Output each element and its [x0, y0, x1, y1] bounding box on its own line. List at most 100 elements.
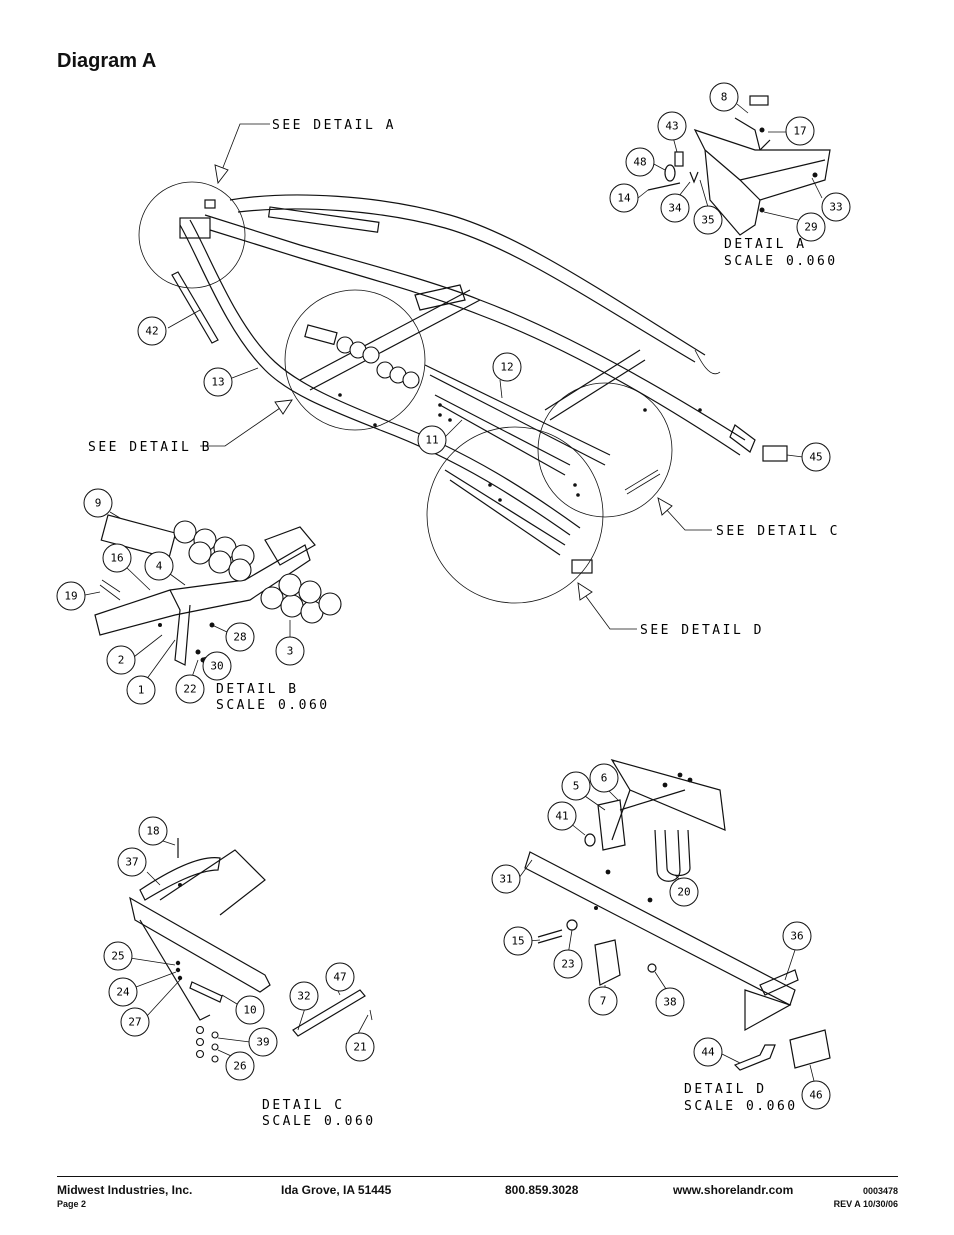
callout-11: 11: [417, 425, 447, 455]
callout-28: 28: [225, 622, 255, 652]
svg-text:1: 1: [138, 684, 145, 697]
svg-text:41: 41: [555, 810, 568, 823]
callout-3: 3: [275, 636, 305, 666]
callout-27: 27: [120, 1007, 150, 1037]
svg-text:8: 8: [721, 91, 728, 104]
svg-text:45: 45: [809, 451, 822, 464]
callout-4: 4: [144, 551, 174, 581]
svg-text:33: 33: [829, 201, 842, 214]
svg-text:14: 14: [617, 192, 631, 205]
callout-5: 5: [561, 771, 591, 801]
svg-text:16: 16: [110, 552, 123, 565]
callout-45: 45: [801, 442, 831, 472]
svg-text:25: 25: [111, 950, 124, 963]
trailer-frame-overview: [171, 194, 788, 574]
svg-text:46: 46: [809, 1089, 822, 1102]
callout-9: 9: [83, 488, 113, 518]
detail-c-drawing: [129, 838, 373, 1063]
svg-text:28: 28: [233, 631, 246, 644]
svg-text:31: 31: [499, 873, 512, 886]
callout-balloons: 42 13 12 11 45 8 17 43 48 14 34 35 33 29…: [56, 82, 851, 1110]
callout-16: 16: [102, 543, 132, 573]
callout-25: 25: [103, 941, 133, 971]
callout-33: 33: [821, 192, 851, 222]
detail-a-scale: SCALE 0.060: [724, 254, 838, 269]
callout-47: 47: [325, 962, 355, 992]
footer-location: Ida Grove, IA 51445: [281, 1183, 392, 1197]
svg-text:24: 24: [116, 986, 130, 999]
see-detail-leaders: [200, 123, 712, 630]
svg-text:19: 19: [64, 590, 77, 603]
svg-text:48: 48: [633, 156, 646, 169]
see-detail-b-label: SEE DETAIL B: [88, 440, 212, 455]
callout-41: 41: [547, 801, 577, 831]
svg-text:22: 22: [183, 683, 196, 696]
footer-website: www.shorelandr.com: [673, 1183, 794, 1197]
footer-company: Midwest Industries, Inc.: [57, 1183, 193, 1197]
callout-2: 2: [106, 645, 136, 675]
callout-6: 6: [589, 763, 619, 793]
svg-text:18: 18: [146, 825, 159, 838]
svg-text:12: 12: [500, 361, 513, 374]
callout-39: 39: [248, 1027, 278, 1057]
detail-b-drawing: [94, 514, 342, 666]
see-detail-d-label: SEE DETAIL D: [640, 623, 764, 638]
callout-44: 44: [693, 1037, 723, 1067]
svg-text:32: 32: [297, 990, 310, 1003]
detail-d-drawing: [524, 759, 831, 1071]
callout-8: 8: [709, 82, 739, 112]
svg-text:27: 27: [128, 1016, 141, 1029]
page-footer: Midwest Industries, Inc. Page 2 Ida Grov…: [57, 1176, 898, 1209]
callout-20: 20: [669, 877, 699, 907]
svg-text:4: 4: [156, 560, 163, 573]
callout-17: 17: [785, 116, 815, 146]
footer-phone: 800.859.3028: [505, 1183, 579, 1197]
callout-42: 42: [137, 316, 167, 346]
detail-c-title: DETAIL C: [262, 1098, 345, 1113]
svg-text:6: 6: [601, 772, 608, 785]
detail-a-drawing: [647, 95, 831, 236]
callout-37: 37: [117, 847, 147, 877]
detail-b-circle: [284, 289, 426, 431]
svg-text:37: 37: [125, 856, 138, 869]
svg-text:44: 44: [701, 1046, 715, 1059]
svg-text:42: 42: [145, 325, 158, 338]
callout-19: 19: [56, 581, 86, 611]
callout-38: 38: [655, 987, 685, 1017]
callout-35: 35: [693, 205, 723, 235]
footer-doc-number: 0003478: [862, 1186, 898, 1196]
callout-1: 1: [126, 675, 156, 705]
svg-text:15: 15: [511, 935, 524, 948]
callout-12: 12: [492, 352, 522, 382]
callout-22: 22: [175, 674, 205, 704]
svg-text:21: 21: [353, 1041, 366, 1054]
svg-text:3: 3: [287, 645, 294, 658]
detail-d-title: DETAIL D: [684, 1082, 767, 1097]
detail-d-circle: [426, 426, 604, 604]
detail-a-title: DETAIL A: [724, 237, 807, 252]
parts-diagram: SEE DETAIL A SEE DETAIL B SEE DETAIL C S…: [56, 82, 851, 1129]
svg-text:17: 17: [793, 125, 806, 138]
footer-revision: REV A 10/30/06: [833, 1199, 898, 1209]
see-detail-a-label: SEE DETAIL A: [272, 118, 396, 133]
svg-text:26: 26: [233, 1060, 246, 1073]
detail-d-scale: SCALE 0.060: [684, 1099, 798, 1114]
callout-15: 15: [503, 926, 533, 956]
svg-text:30: 30: [210, 660, 223, 673]
callout-29: 29: [796, 212, 826, 242]
callout-23: 23: [553, 949, 583, 979]
callout-48: 48: [625, 147, 655, 177]
svg-text:9: 9: [95, 497, 102, 510]
callout-14: 14: [609, 183, 639, 213]
detail-b-scale: SCALE 0.060: [216, 698, 330, 713]
callout-46: 46: [801, 1080, 831, 1110]
svg-text:5: 5: [573, 780, 580, 793]
svg-text:36: 36: [790, 930, 803, 943]
callout-18: 18: [138, 816, 168, 846]
callout-21: 21: [345, 1032, 375, 1062]
callout-34: 34: [660, 193, 690, 223]
svg-text:39: 39: [256, 1036, 269, 1049]
callout-31: 31: [491, 864, 521, 894]
detail-a-circle: [138, 181, 246, 289]
callout-10: 10: [235, 995, 265, 1025]
